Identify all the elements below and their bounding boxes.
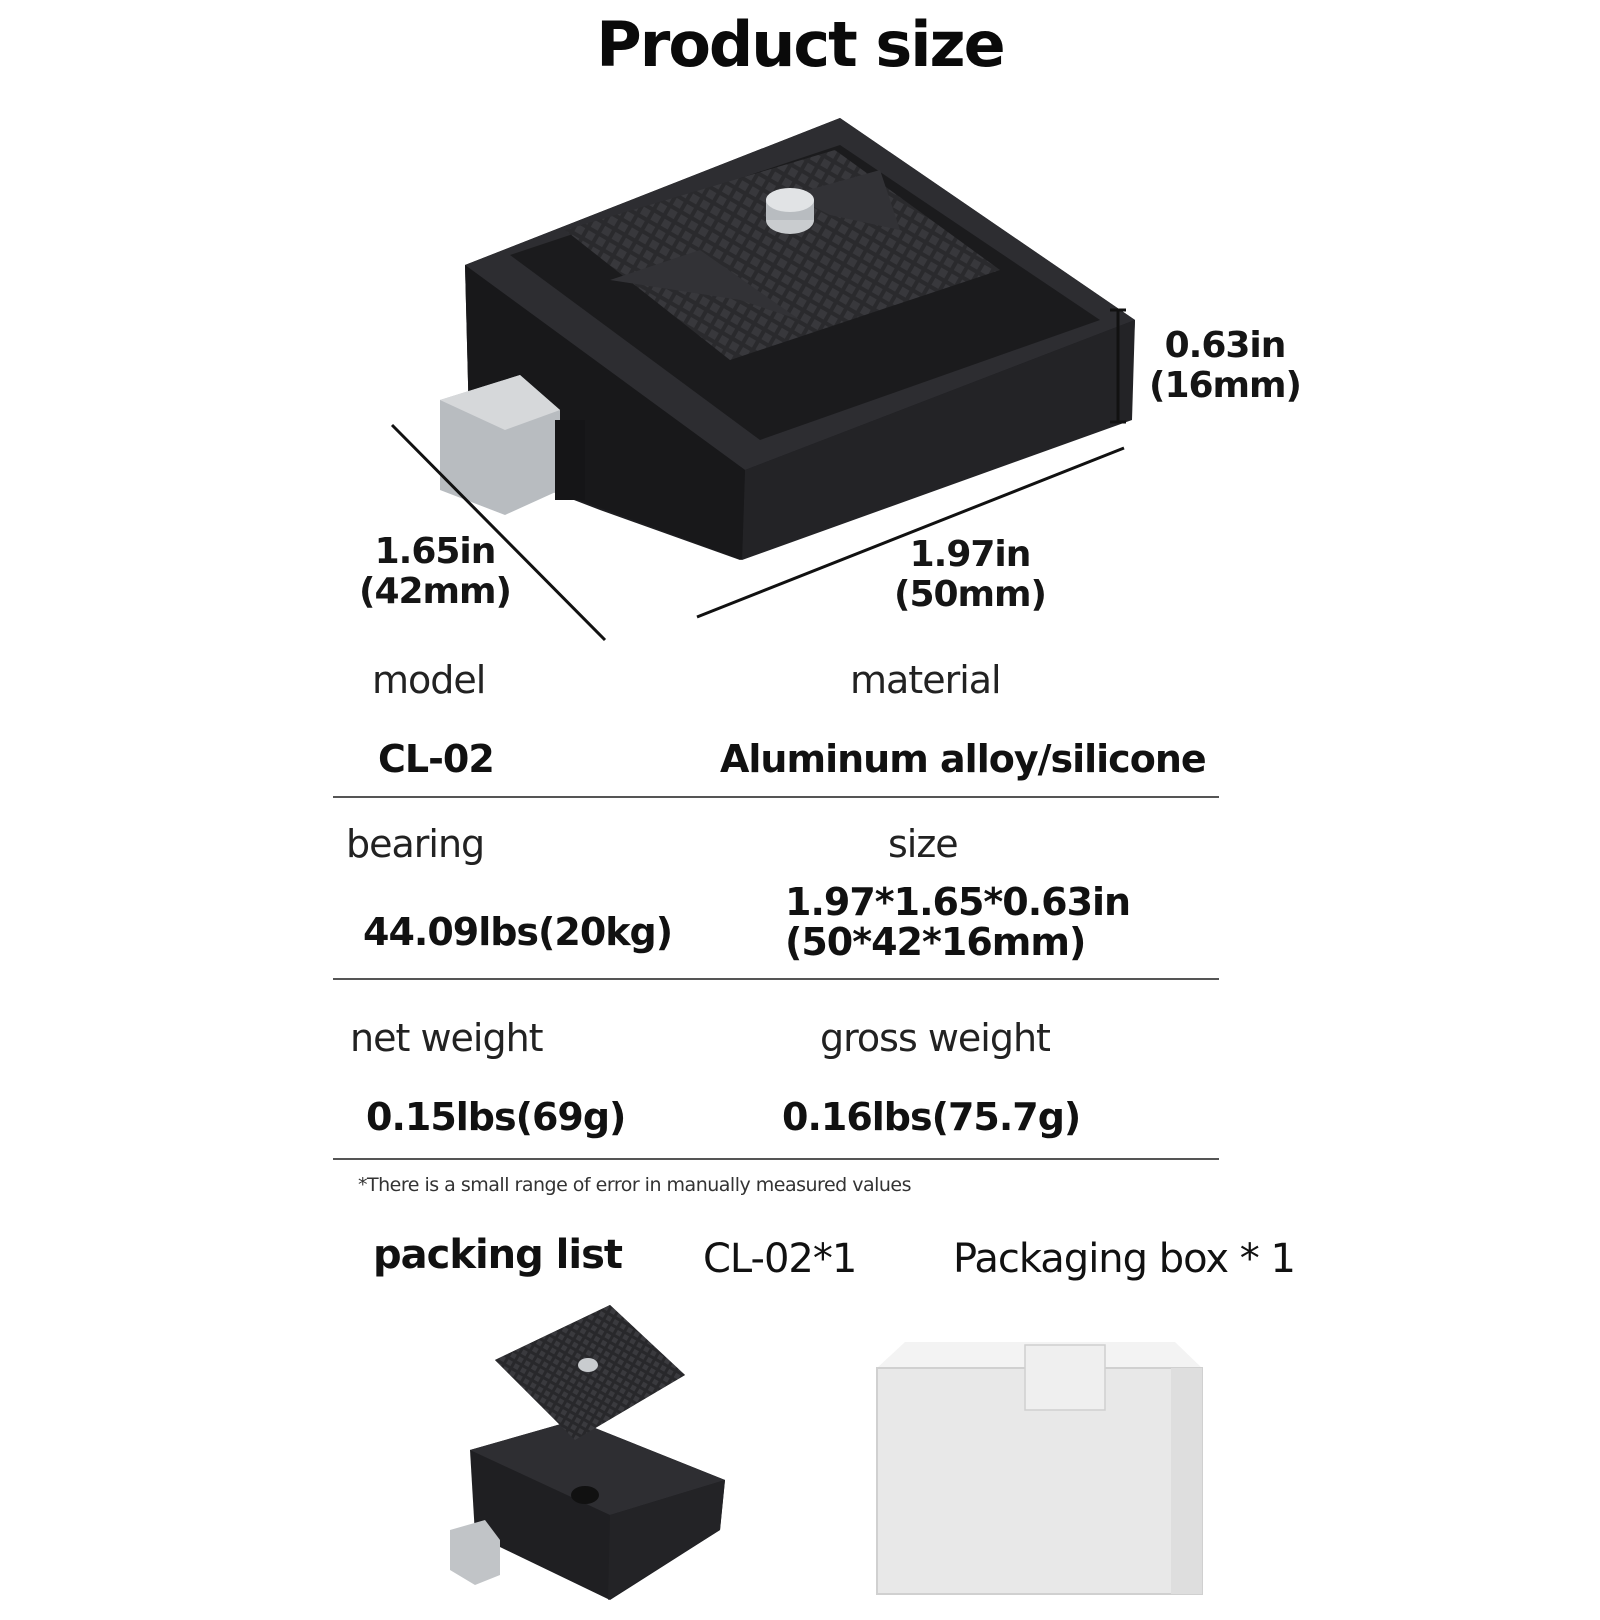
divider-2 [333, 978, 1219, 980]
measurement-note: *There is a small range of error in manu… [358, 1174, 912, 1196]
gross-weight-label: gross weight [820, 1016, 1051, 1060]
bearing-value: 44.09lbs(20kg) [363, 910, 673, 954]
width-dimension: 1.97in (50mm) [885, 535, 1055, 615]
width-inch: 1.97in [909, 534, 1032, 575]
material-label: material [850, 658, 1002, 702]
net-weight-value: 0.15lbs(69g) [366, 1095, 626, 1139]
model-label: model [372, 658, 486, 702]
height-dimension: 0.63in (16mm) [1140, 326, 1310, 406]
divider-3 [333, 1158, 1219, 1160]
divider-1 [333, 796, 1219, 798]
page-title: Product size [596, 8, 1005, 81]
net-weight-label: net weight [350, 1016, 544, 1060]
width-mm: (50mm) [893, 574, 1047, 615]
material-value: Aluminum alloy/silicone [720, 737, 1207, 781]
main-product-image [390, 118, 1135, 642]
depth-inch: 1.65in [374, 531, 497, 572]
size-value-mm: (50*42*16mm) [785, 920, 1086, 964]
bearing-label: bearing [346, 822, 485, 866]
packing-item-box: Packaging box * 1 [953, 1236, 1296, 1282]
gross-weight-value: 0.16lbs(75.7g) [782, 1095, 1081, 1139]
model-value: CL-02 [378, 737, 495, 781]
depth-mm: (42mm) [358, 571, 512, 612]
clamp-product-image [450, 1305, 725, 1600]
packing-list-label: packing list [373, 1232, 623, 1278]
size-label: size [888, 822, 959, 866]
height-mm: (16mm) [1148, 365, 1302, 406]
depth-dimension: 1.65in (42mm) [350, 532, 520, 612]
packing-item-clamp: CL-02*1 [703, 1236, 857, 1282]
height-inch: 0.63in [1164, 325, 1287, 366]
size-value-inch: 1.97*1.65*0.63in [785, 880, 1131, 924]
packaging-box-image [876, 1342, 1203, 1595]
